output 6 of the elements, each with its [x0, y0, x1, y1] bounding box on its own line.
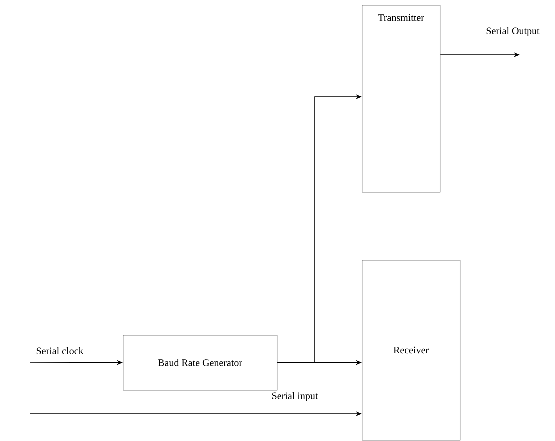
edge-label: Serial input [270, 391, 320, 403]
process-box: Receiver [362, 260, 461, 441]
process-box: Transmitter [362, 5, 441, 193]
edge-label: Serial Output [485, 26, 541, 38]
process-box: Baud Rate Generator [123, 335, 278, 391]
edge-label: Serial clock [35, 346, 85, 356]
